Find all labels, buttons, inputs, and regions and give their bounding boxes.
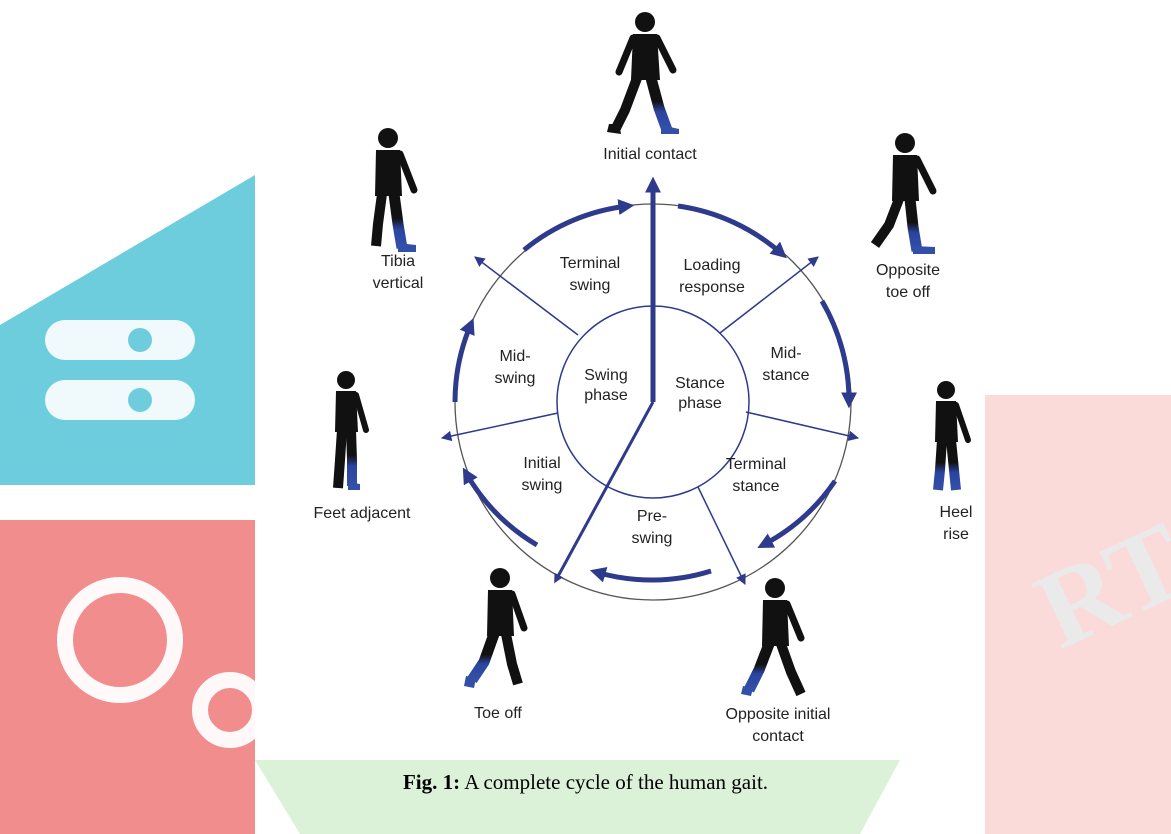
watermark-red-panel [0, 520, 255, 834]
arc-pre-swing [589, 567, 712, 583]
feet-adjacent-label: Feet adjacent [314, 505, 412, 522]
figure-caption: Fig. 1: A complete cycle of the human ga… [0, 770, 1171, 795]
spoke-opposite-initial-contact [697, 486, 746, 585]
cycle-direction-arcs [452, 199, 858, 583]
watermark-red-right [985, 395, 1171, 834]
figure-caption-label: Fig. 1: [402, 770, 461, 794]
mid-stance-label: Mid-stance [762, 345, 809, 384]
spoke-heel-rise [745, 411, 860, 441]
spoke-opposite-toe-off [719, 256, 819, 334]
walker-tibia-vertical-icon [371, 128, 418, 252]
initial-contact-label: Initial contact [603, 146, 697, 163]
spoke-feet-adjacent [440, 412, 559, 442]
walker-toe-off-icon [464, 568, 528, 688]
walker-initial-contact-icon [607, 12, 679, 134]
figure-caption-text: A complete cycle of the human gait. [460, 770, 769, 794]
gait-wheel [440, 176, 860, 601]
arc-terminal-stance [757, 479, 838, 548]
walker-opposite-toe-off-icon [870, 133, 937, 254]
watermark: RT [0, 175, 1171, 834]
walker-heel-rise-icon [933, 381, 971, 491]
toe-off-divider [554, 401, 655, 584]
arc-loading-response [677, 203, 787, 259]
arc-mid-swing [452, 318, 475, 403]
watermark-green-bottom [255, 760, 900, 834]
event-spokes [440, 256, 860, 585]
walking-figures [333, 12, 971, 697]
arc-initial-swing [462, 467, 539, 548]
spoke-tibia-vertical [474, 256, 579, 336]
walker-feet-adjacent-icon [333, 371, 369, 490]
arc-terminal-swing [522, 199, 635, 252]
mid-swing-label: Mid-swing [495, 348, 536, 387]
arc-mid-stance [819, 299, 858, 409]
toe-off-label: Toe off [474, 705, 522, 722]
watermark-circuit-icon [45, 320, 195, 420]
pre-swing-label: Pre-swing [632, 508, 673, 547]
walker-opposite-initial-contact-icon [741, 578, 806, 697]
